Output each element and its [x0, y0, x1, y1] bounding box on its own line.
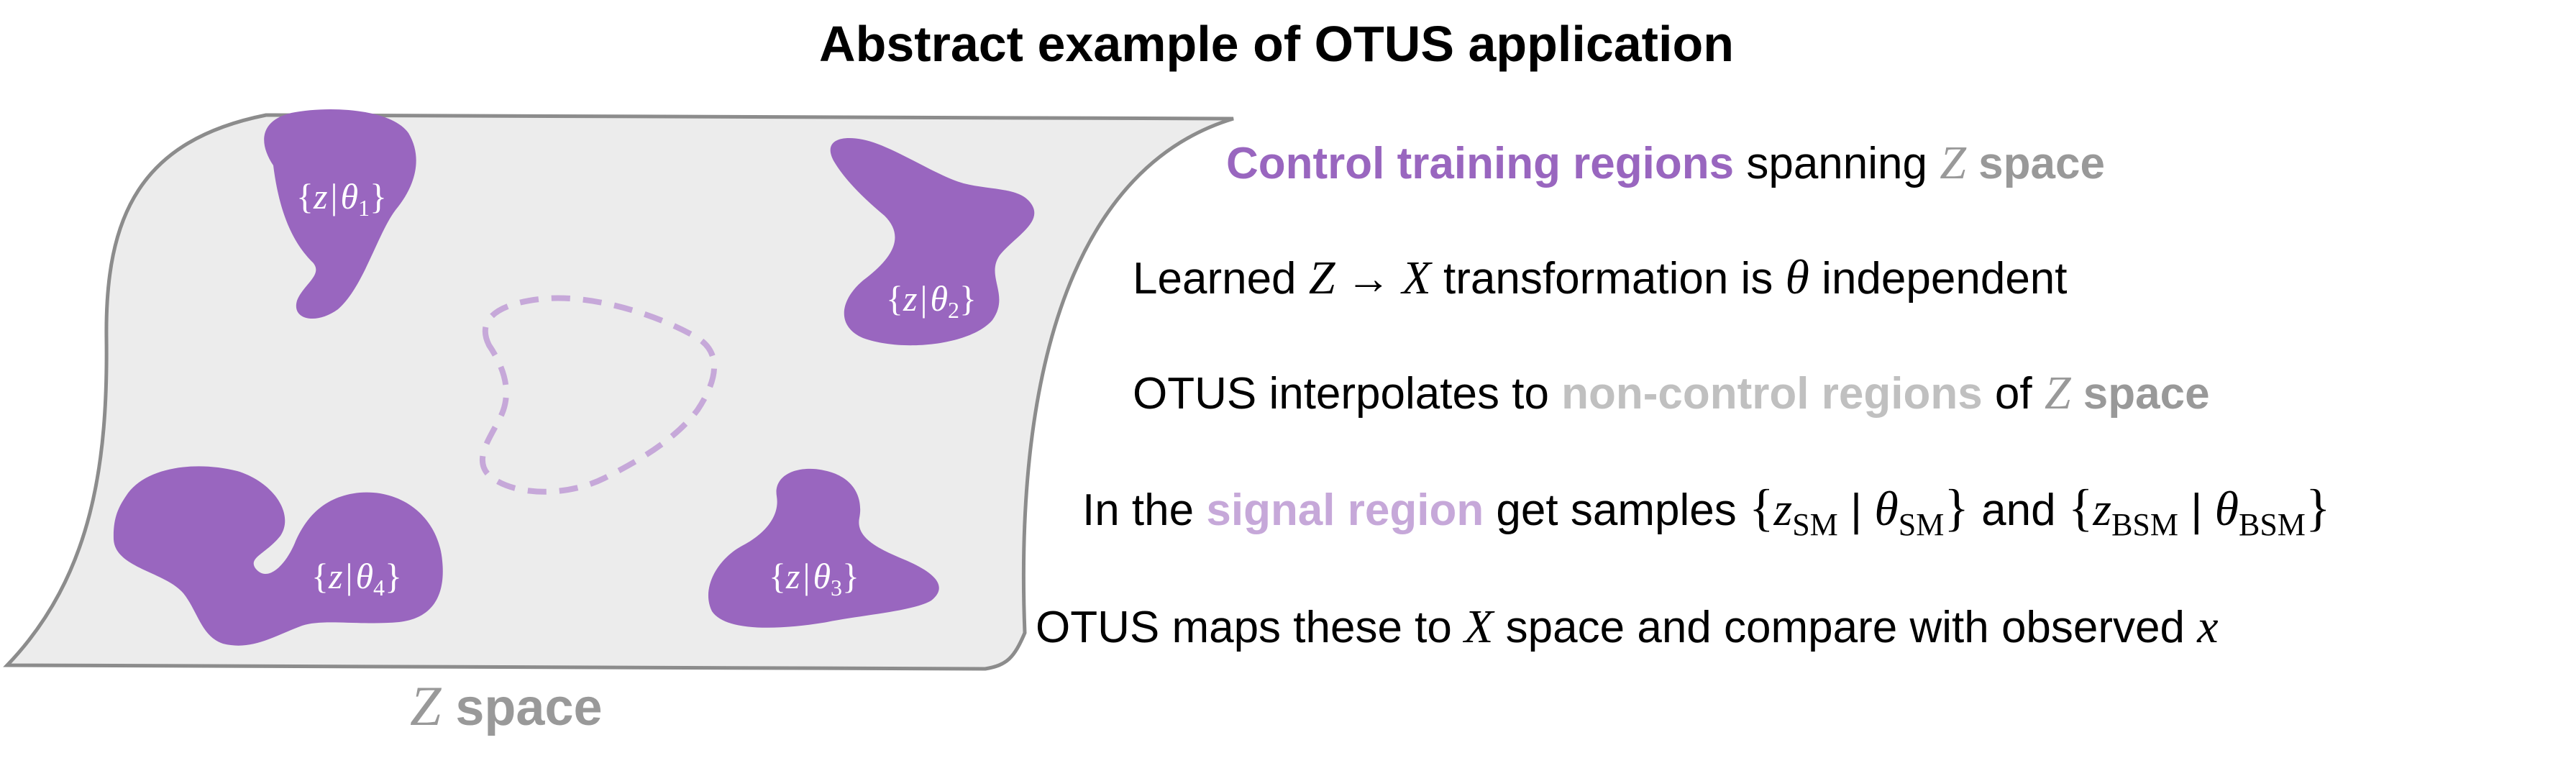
- control-region-blob-1: [264, 109, 416, 319]
- blob-2-label: {z|θ2}: [886, 278, 977, 323]
- diagram-title: Abstract example of OTUS application: [819, 16, 1734, 72]
- step-1-text: Control training regions spanning Z spac…: [1226, 137, 2105, 189]
- blob-4-label: {z|θ4}: [311, 556, 402, 601]
- step-5-text: OTUS maps these to X space and compare w…: [1036, 601, 2219, 653]
- control-region-blob-3: [708, 468, 939, 628]
- step-2-text: Learned Z → X transformation is θ indepe…: [1133, 250, 2068, 304]
- control-region-blob-2: [830, 138, 1035, 346]
- step-4-text: In the signal region get samples {zSM | …: [1082, 479, 2331, 542]
- blob-1-label: {z|θ1}: [296, 176, 387, 221]
- blob-3-label: {z|θ3}: [769, 556, 859, 601]
- step-3-text: OTUS interpolates to non-control regions…: [1133, 367, 2210, 419]
- signal-region-outline: [480, 295, 718, 495]
- control-region-blob-4: [113, 466, 443, 646]
